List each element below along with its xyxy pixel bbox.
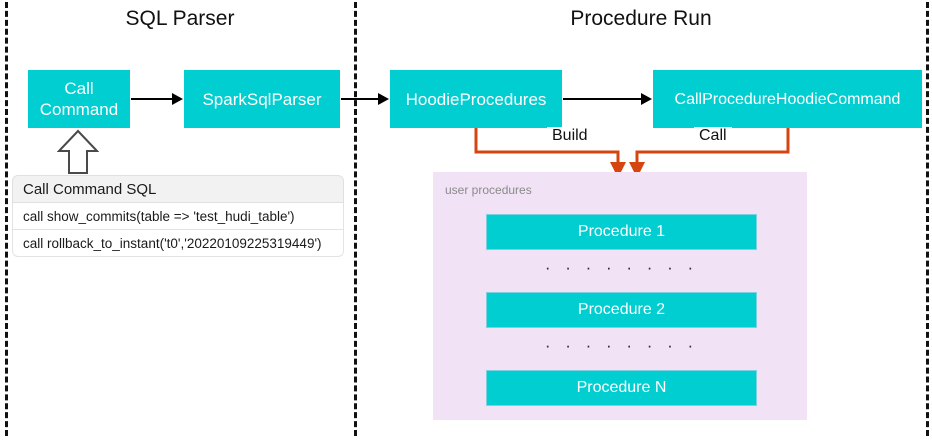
arrow-procedures-to-command-icon [563,93,652,105]
edge-label-build: Build [547,127,593,145]
node-hoodie-procedures[interactable]: HoodieProcedures [390,70,562,128]
user-procedures-label: user procedures [445,183,532,197]
arrow-parser-to-hoodie-procedures-icon [341,93,389,105]
procedure-item[interactable]: Procedure N [486,370,757,406]
procedure-item[interactable]: Procedure 1 [486,214,757,250]
divider-right [926,2,929,436]
divider-left [5,2,8,436]
sql-table-header: Call Command SQL [12,175,344,203]
sql-table-row[interactable]: call show_commits(table => 'test_hudi_ta… [12,203,344,230]
sql-table-row[interactable]: call rollback_to_instant('t0','202201092… [12,230,344,257]
block-up-arrow-icon [57,129,99,174]
section-title-procedure-run: Procedure Run [570,7,712,30]
edge-label-call: Call [694,127,732,145]
node-call-procedure-hoodie-command[interactable]: CallProcedureHoodieCommand [653,70,922,128]
procedures-ellipsis: · · · · · · · · [544,258,699,277]
arrow-call-command-to-parser-icon [131,93,183,105]
divider-middle [354,2,357,436]
user-procedures-panel: user procedures Procedure 1 · · · · · · … [433,172,807,420]
procedure-item[interactable]: Procedure 2 [486,292,757,328]
procedures-ellipsis: · · · · · · · · [544,336,699,355]
section-title-sql-parser: SQL Parser [125,7,235,30]
call-command-sql-table: Call Command SQL call show_commits(table… [12,175,344,257]
node-spark-sql-parser[interactable]: SparkSqlParser [184,70,340,128]
node-call-command[interactable]: Call Command [28,70,130,128]
